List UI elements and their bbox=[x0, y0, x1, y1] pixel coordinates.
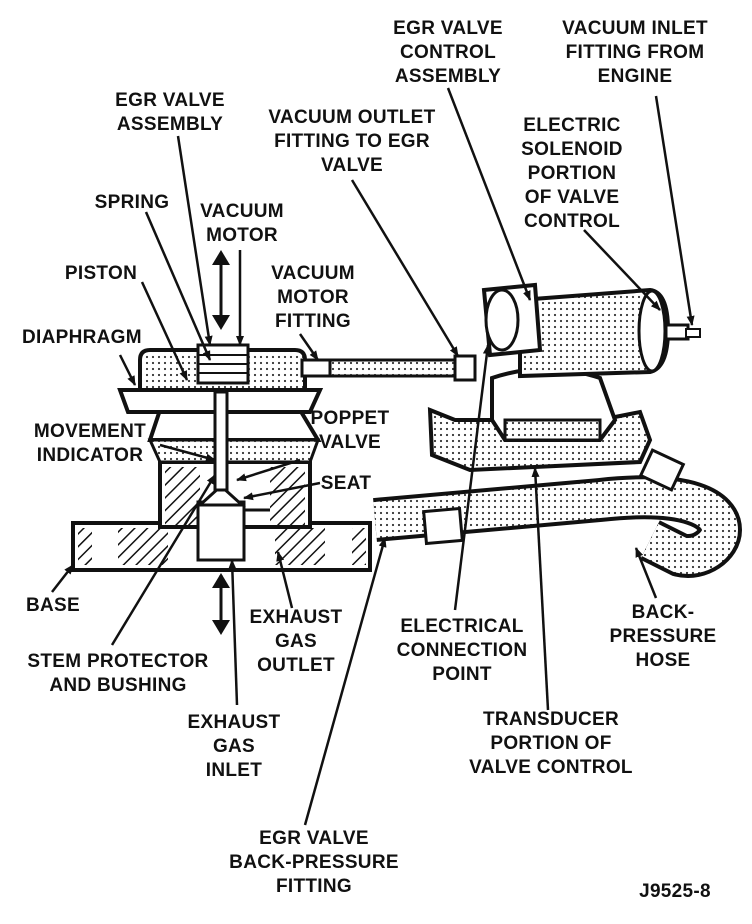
label-stem-protector: STEM PROTECTOR AND BUSHING bbox=[27, 651, 209, 696]
back-pressure-hose-shape bbox=[373, 448, 743, 578]
label-back-pressure-fitting: EGR VALVE BACK-PRESSURE FITTING bbox=[229, 828, 399, 897]
label-piston: PISTON bbox=[64, 263, 138, 284]
label-back-pressure-hose: BACK- PRESSURE HOSE bbox=[609, 602, 717, 671]
label-base: BASE bbox=[26, 595, 80, 616]
valve-stem-shape bbox=[213, 390, 229, 492]
label-movement-indicator: MOVEMENT INDICATOR bbox=[33, 421, 147, 466]
label-egr-valve-assembly: EGR VALVE ASSEMBLY bbox=[115, 90, 225, 135]
movement-arrows bbox=[212, 250, 230, 635]
vacuum-line-shape bbox=[328, 354, 477, 382]
figure-id: J9525-8 bbox=[639, 881, 711, 902]
label-poppet-valve: POPPET VALVE bbox=[310, 408, 390, 453]
leader-lines bbox=[51, 87, 695, 826]
label-diaphragm: DIAPHRAGM bbox=[22, 327, 142, 348]
egr-base-shape bbox=[71, 460, 372, 572]
label-vacuum-inlet-fitting: VACUUM INLET FITTING FROM ENGINE bbox=[562, 18, 708, 87]
label-exhaust-gas-inlet: EXHAUST GAS INLET bbox=[187, 712, 281, 781]
label-electric-solenoid: ELECTRIC SOLENOID PORTION OF VALVE CONTR… bbox=[521, 115, 623, 232]
label-spring: SPRING bbox=[94, 192, 170, 213]
valve-housing-shape bbox=[147, 408, 322, 464]
label-seat: SEAT bbox=[320, 473, 372, 494]
label-vacuum-motor-fitting: VACUUM MOTOR FITTING bbox=[271, 263, 355, 332]
label-exhaust-gas-outlet: EXHAUST GAS OUTLET bbox=[249, 607, 343, 676]
label-vacuum-motor: VACUUM MOTOR bbox=[200, 201, 284, 246]
egr-valve-control-shape bbox=[427, 282, 701, 473]
label-transducer: TRANSDUCER PORTION OF VALVE CONTROL bbox=[469, 709, 633, 778]
label-egr-valve-control-assembly: EGR VALVE CONTROL ASSEMBLY bbox=[393, 18, 503, 87]
label-vacuum-outlet-fitting: VACUUM OUTLET FITTING TO EGR VALVE bbox=[268, 107, 436, 176]
label-electrical-connection-point: ELECTRICAL CONNECTION POINT bbox=[396, 616, 528, 685]
